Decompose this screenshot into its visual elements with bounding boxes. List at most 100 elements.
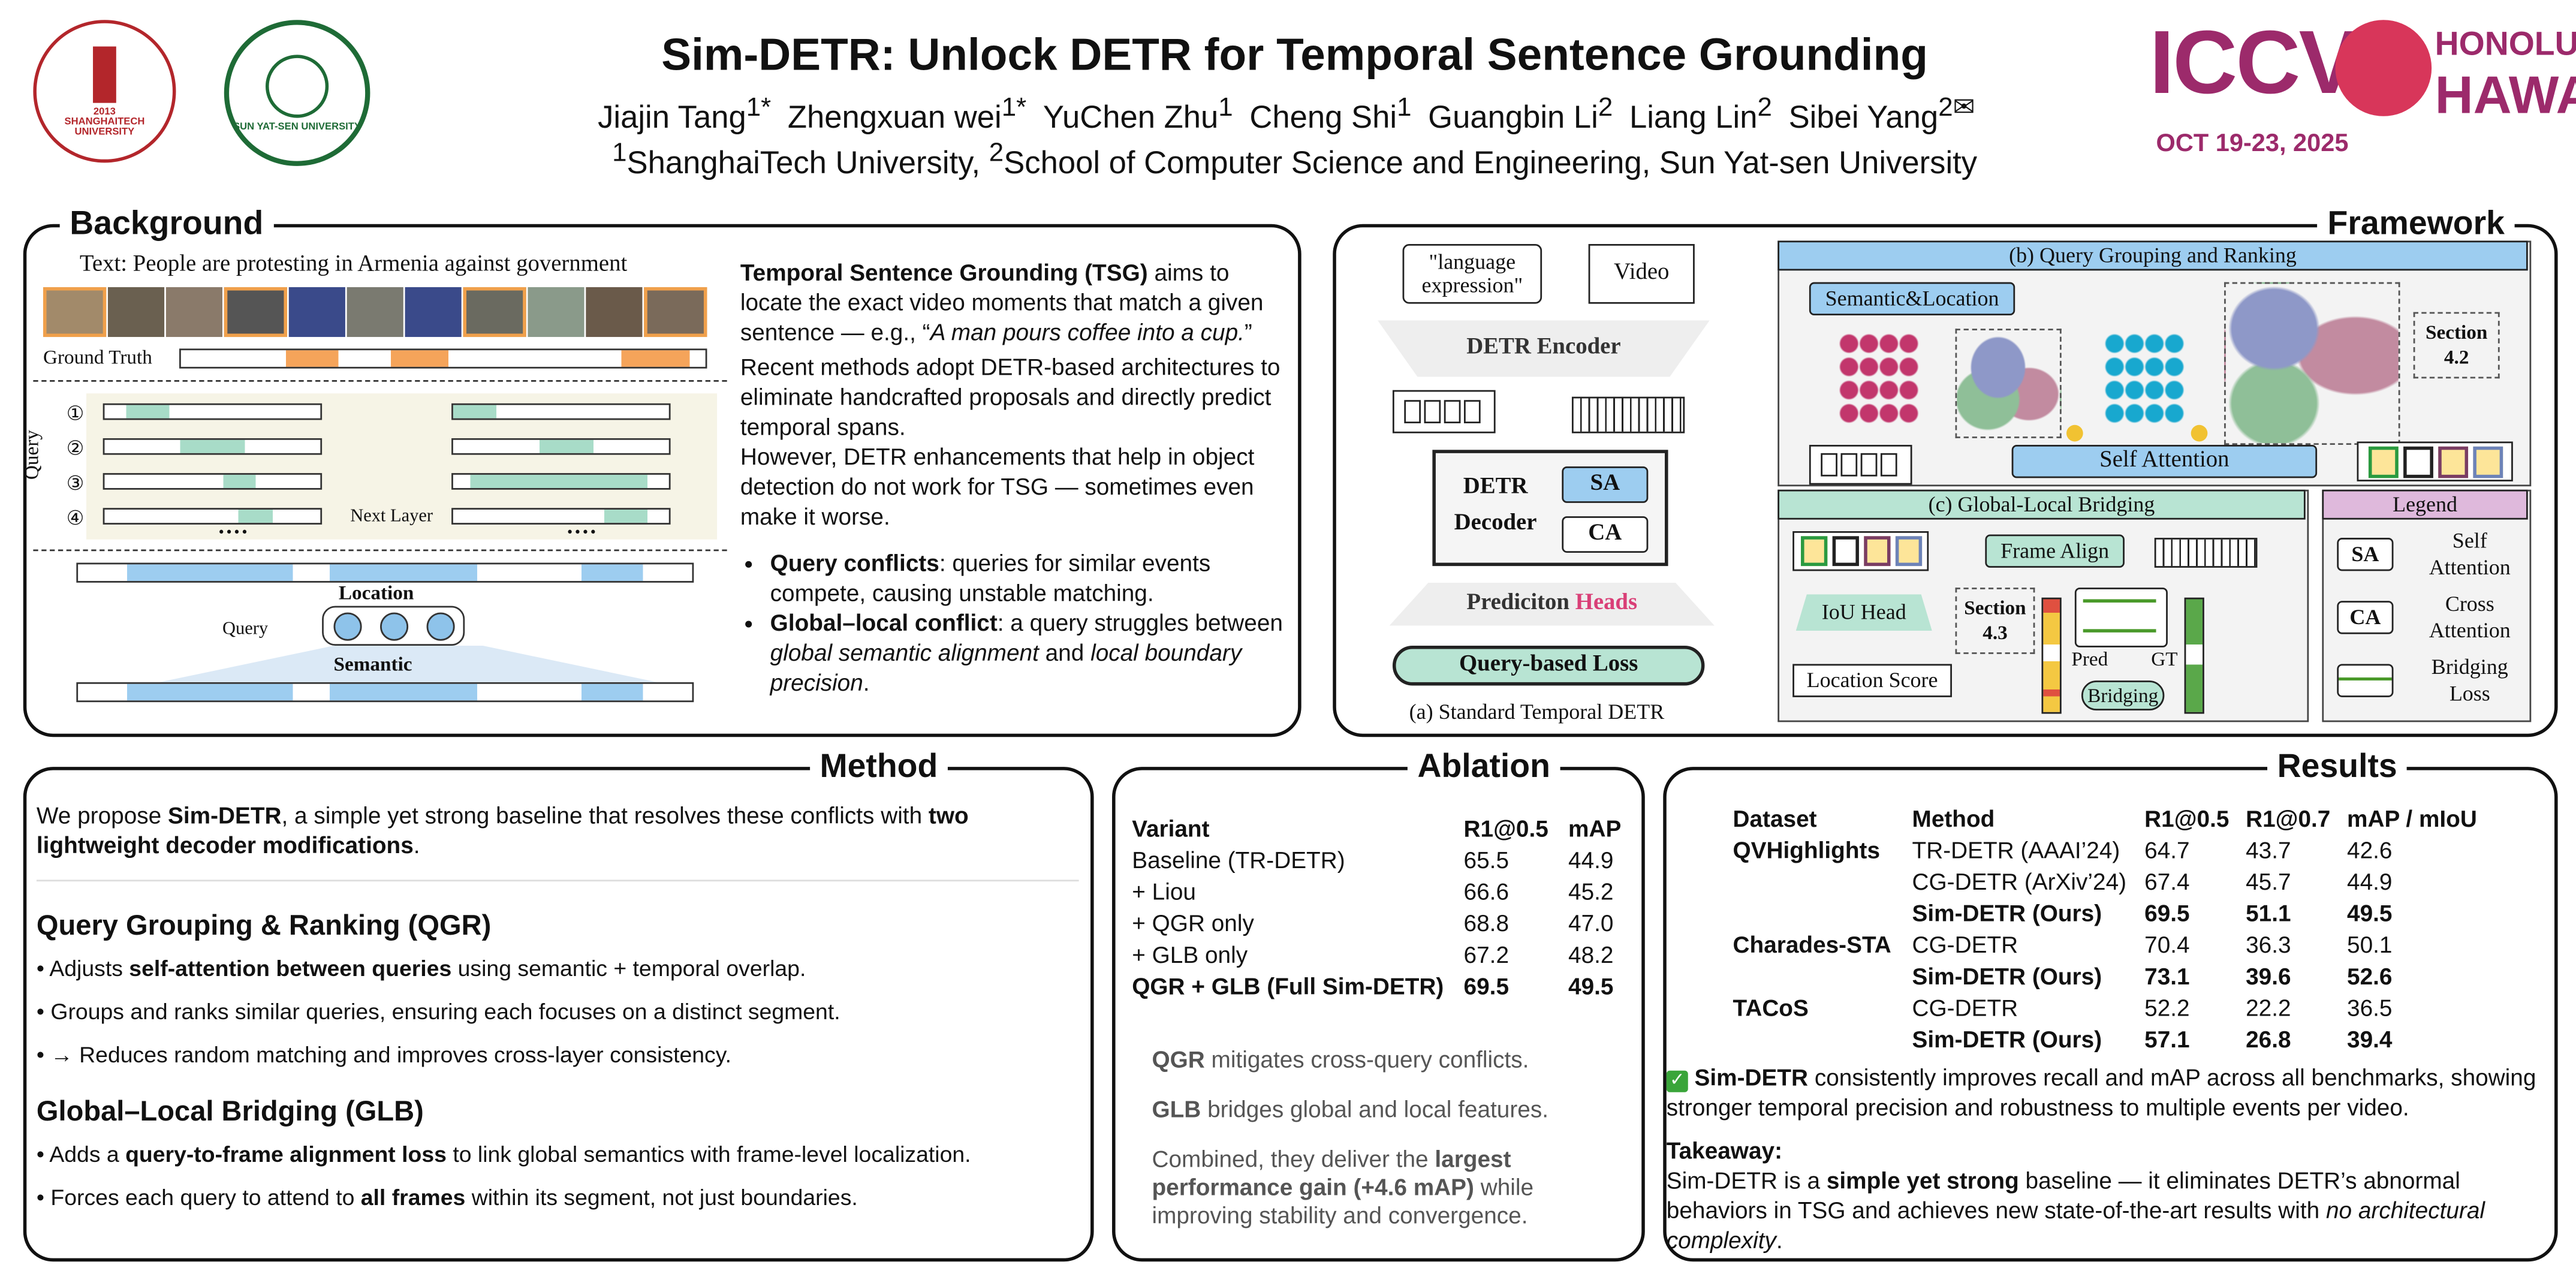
section-title: Background [59, 206, 273, 243]
query-matrix-pink [1839, 332, 1919, 425]
fig-text: Text: People are protesting in Armenia a… [79, 252, 628, 278]
author-affil: 2 [1757, 94, 1772, 123]
table-cell: 48.2 [1568, 941, 1614, 968]
detr-decoder: DETR Decoder SA CA [1432, 450, 1668, 567]
table-cell: CG-DETR [1912, 994, 2018, 1021]
table-cell: 64.7 [2144, 836, 2190, 863]
header-cell: R1@0.5 [1463, 815, 1548, 842]
location-bar [76, 562, 694, 583]
divider [33, 380, 727, 382]
iccv-logo: ICCV HONOLULU HAWAII OCT 19-23, 2025 [2149, 13, 2576, 158]
legend-label: Cross Attention [2429, 591, 2511, 643]
section-4-2: Section 4.2 [2413, 312, 2500, 379]
table-cell: 57.1 [2144, 1026, 2190, 1053]
author-name: YuChen Zhu [1043, 101, 1219, 137]
emoji-happy-icon [2191, 424, 2208, 442]
author-affil: 1 [1397, 94, 1412, 123]
table-cell: 70.4 [2144, 931, 2190, 958]
bullet-query-conflicts: Query conflicts: queries for similar eve… [770, 548, 1288, 608]
legend-key: SA [2337, 538, 2394, 571]
query-slots [1809, 445, 1912, 485]
table-cell: 50.1 [2347, 931, 2393, 958]
table-cell: 47.0 [1568, 909, 1614, 936]
author: Liang Lin2 [1629, 95, 1772, 137]
qgr-heading: Query Grouping & Ranking (QGR) [36, 909, 492, 941]
location-score-box: Location Score [1792, 664, 1952, 697]
table-cell: 67.2 [1463, 941, 1510, 968]
header-cell: Dataset [1733, 805, 1817, 832]
author-name: Jiajin Tang [598, 101, 746, 137]
table-cell: TR-DETR (AAAI’24) [1912, 836, 2120, 863]
table-cell: 69.5 [2144, 899, 2190, 926]
semantic-bar [76, 682, 694, 703]
table-cell: CG-DETR (ArXiv’24) [1912, 868, 2127, 895]
prediction-heads: Prediciton Heads [1389, 582, 1715, 626]
query-number: ③ [66, 471, 85, 495]
table-cell [1733, 1024, 1912, 1056]
table-cell: TACoS [1733, 994, 1809, 1021]
header-cell: mAP [1568, 815, 1622, 842]
author-name: Zhengxuan wei [787, 101, 1002, 137]
legend-key: CA [2337, 601, 2394, 634]
query-number: ② [66, 436, 85, 460]
iou-head: IoU Head [1795, 594, 1932, 631]
table-cell: 73.1 [2144, 962, 2190, 990]
table-cell: + QGR only [1132, 909, 1254, 936]
table-cell: 36.3 [2246, 931, 2291, 958]
ranked-queries [1792, 531, 1929, 571]
table-cell: 39.6 [2246, 962, 2291, 990]
graph-mixed [1955, 329, 2062, 438]
glb-list: • Adds a query-to-frame alignment loss t… [37, 1142, 1082, 1228]
frame-align-box: Frame Align [1985, 534, 2125, 568]
check-icon: ✓ [1666, 1070, 1688, 1092]
section-4-3: Section 4.3 [1955, 588, 2035, 654]
query-based-loss: Query-based Loss [1392, 646, 1705, 686]
results-summary: ✓ Sim-DETR consistently improves recall … [1666, 1064, 2536, 1121]
method-intro: We propose Sim-DETR, a simple yet strong… [36, 802, 969, 859]
author: YuChen Zhu1 [1043, 95, 1233, 137]
table-cell: 26.8 [2246, 1026, 2291, 1053]
table-cell: 65.5 [1463, 847, 1510, 874]
poster-title: Sim-DETR: Unlock DETR for Temporal Sente… [661, 29, 1928, 80]
bullet-item: • Adjusts self-attention between queries… [36, 956, 806, 981]
table-cell: CG-DETR [1912, 931, 2018, 958]
affiliations: 1ShanghaiTech University, 2School of Com… [612, 139, 1978, 182]
legend-key [2337, 664, 2394, 697]
divider [36, 880, 1079, 882]
table-cell: 44.9 [1568, 847, 1614, 874]
qgr-list: • Adjusts self-attention between queries… [37, 956, 1082, 1086]
bridging-box: Bridging [2081, 680, 2165, 711]
bullet-global-local: Global–local conflict: a query struggles… [770, 607, 1288, 697]
header-cell: Method [1912, 805, 1995, 832]
ground-truth-label: Ground Truth [43, 345, 152, 369]
table-cell: 36.5 [2347, 994, 2393, 1021]
legend-label: Bridging Loss [2431, 653, 2508, 706]
video-box: Video [1588, 243, 1695, 304]
author-name: Cheng Shi [1249, 101, 1397, 137]
global-local-bridging-panel: (c) Global-Local Bridging Frame Align Io… [1777, 489, 2309, 722]
table-cell: 49.5 [2347, 899, 2393, 926]
bullet-item: • Adds a query-to-frame alignment loss t… [36, 1142, 971, 1167]
header-cell: mAP / mIoU [2347, 805, 2477, 832]
table-cell: Sim-DETR (Ours) [1912, 962, 2102, 990]
table-cell [1733, 898, 1912, 930]
author: Jiajin Tang1* [598, 95, 771, 137]
bullet-item: • Groups and ranks similar queries, ensu… [36, 999, 840, 1025]
framework-panel: Framework "language expression" Video DE… [1333, 206, 2558, 737]
author: Guangbin Li2 [1428, 95, 1613, 137]
query-number: ④ [66, 506, 85, 530]
table-cell: 43.7 [2246, 836, 2291, 863]
table-cell: 42.6 [2347, 836, 2393, 863]
author-affil: 1 [1218, 94, 1233, 123]
video-frames [43, 287, 707, 338]
